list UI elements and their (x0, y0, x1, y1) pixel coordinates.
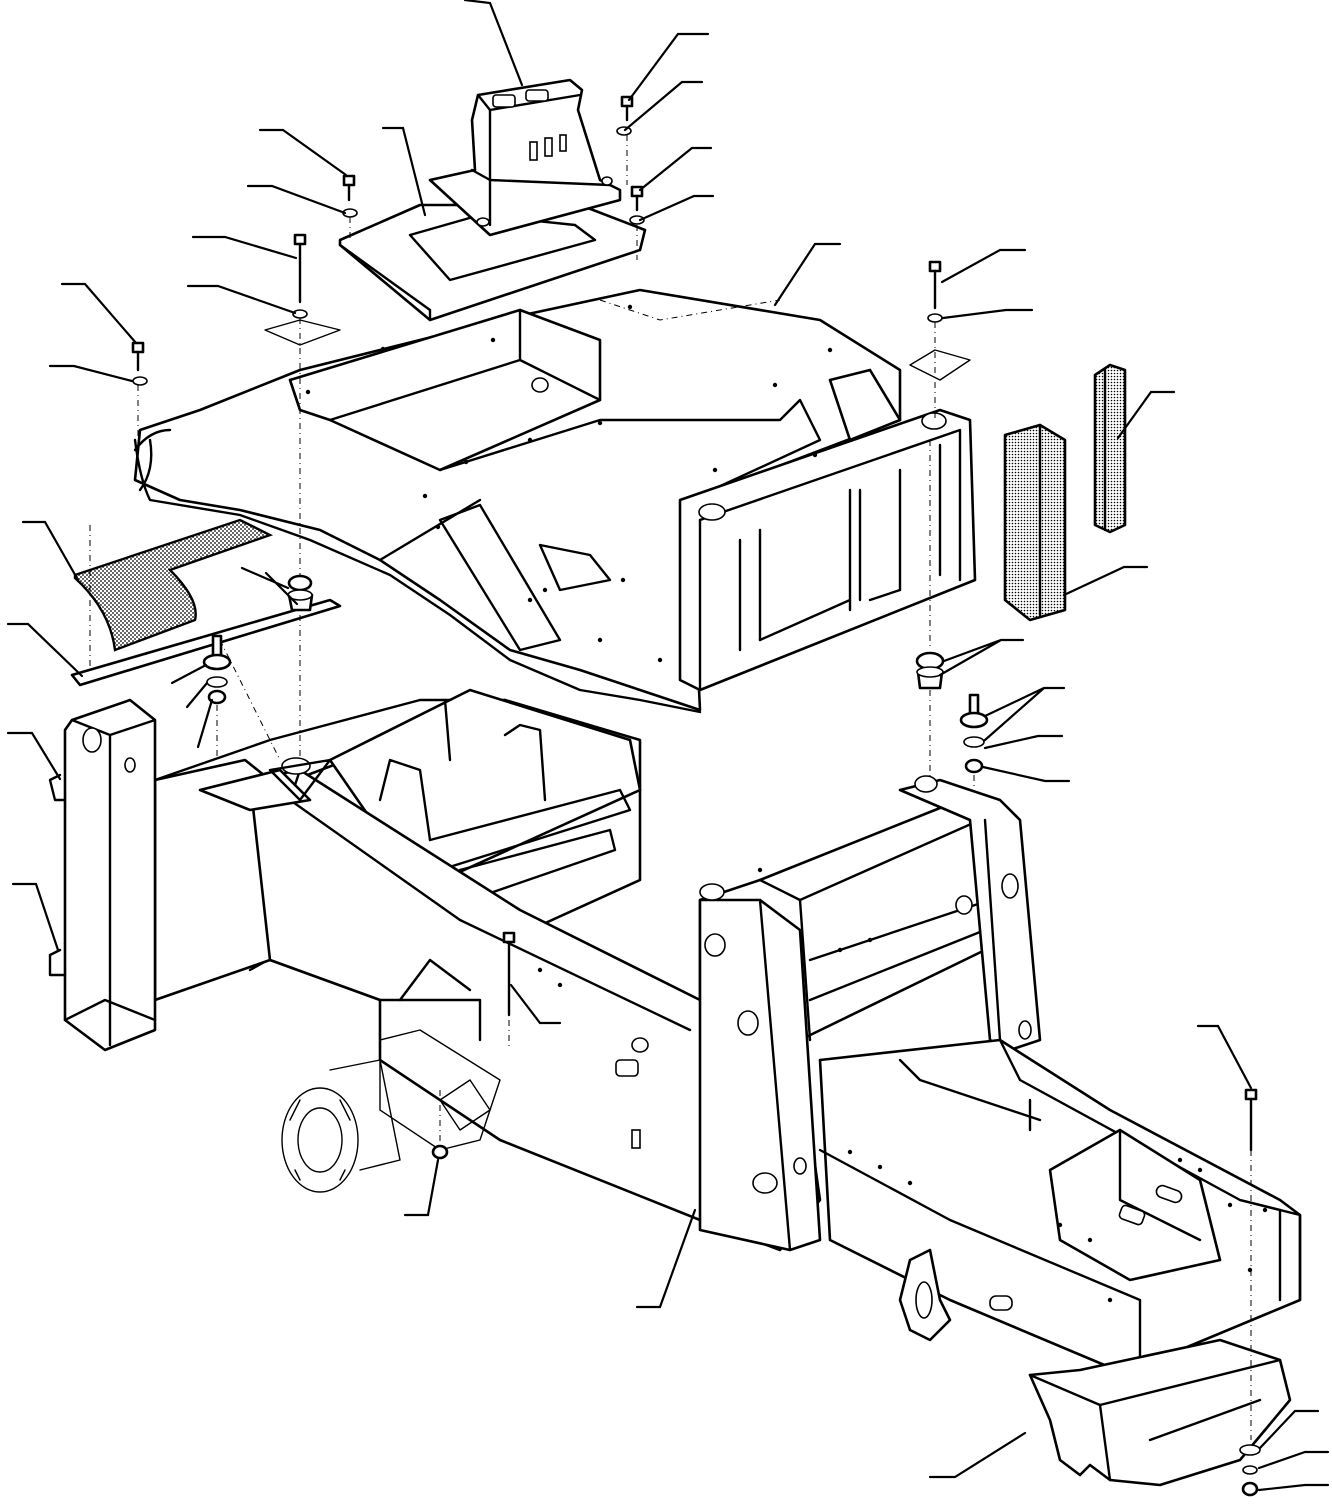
callout-c18 (21, 520, 80, 582)
bolt-platform-right (909, 260, 971, 381)
stud-stack-left (202, 634, 232, 705)
bolt-platform-center (264, 233, 341, 346)
left-post (48, 698, 157, 1052)
fasteners (131, 95, 1261, 1497)
callout-c04 (638, 146, 713, 192)
callout-c36 (1257, 1450, 1330, 1470)
callout-c30 (509, 983, 562, 1025)
callout-leaders (6, 0, 1330, 1492)
callout-c32 (635, 1208, 697, 1309)
callout-c27 (981, 765, 1071, 783)
callout-c15 (941, 308, 1034, 320)
counterweight (1028, 1338, 1292, 1487)
callout-c02 (627, 32, 710, 102)
main-frame (153, 688, 1302, 1382)
callout-c26 (983, 734, 1064, 750)
callout-c22 (170, 663, 208, 685)
callout-c19 (6, 622, 84, 678)
counterweight-fasteners (1239, 1444, 1261, 1497)
filter-panel (1003, 423, 1067, 622)
callout-c10 (186, 284, 297, 315)
rail-holes (537, 867, 1268, 1303)
callout-c05 (638, 194, 715, 222)
stud-stack-right (959, 693, 989, 774)
platform (133, 288, 977, 714)
long-bolt-center (502, 931, 516, 1017)
rubber-mount-right (915, 651, 945, 690)
callout-c01 (463, 0, 524, 87)
rear-axle-housing (281, 1029, 501, 1193)
callout-c12 (48, 364, 134, 383)
callout-c31 (403, 1158, 440, 1217)
long-bolt-right (1244, 1088, 1258, 1152)
rubber-mount-left (287, 574, 314, 612)
callout-c28 (6, 731, 62, 781)
callout-c21 (938, 638, 1025, 677)
callout-c14 (940, 248, 1027, 284)
nut-axle (431, 1144, 449, 1160)
callout-c24 (196, 698, 214, 749)
callout-c07 (258, 128, 348, 177)
callout-c08 (246, 184, 347, 215)
callout-c17 (1062, 565, 1149, 597)
mounting-plate (338, 203, 647, 322)
control-tower (428, 78, 622, 237)
floor-mat (73, 518, 274, 652)
callout-c06 (381, 126, 427, 217)
platform-holes (305, 304, 833, 663)
callout-c25 (983, 686, 1066, 742)
assembly-centerlines (89, 135, 1252, 1440)
callout-c11 (60, 282, 138, 345)
callout-c03 (623, 80, 704, 132)
callout-c13 (773, 242, 842, 307)
callout-c33 (1196, 1024, 1253, 1090)
callout-c23 (185, 681, 209, 709)
seal-strip (1093, 363, 1127, 534)
callout-c34 (928, 1431, 1027, 1479)
trim-strip (70, 598, 342, 687)
bolt-platform-left (131, 341, 148, 386)
callout-c16 (1116, 390, 1176, 440)
callout-c29 (11, 882, 60, 952)
callout-c35 (1258, 1409, 1320, 1450)
callout-c09 (191, 235, 298, 260)
callout-c20 (240, 566, 299, 606)
bolt-plate-left (342, 174, 358, 218)
